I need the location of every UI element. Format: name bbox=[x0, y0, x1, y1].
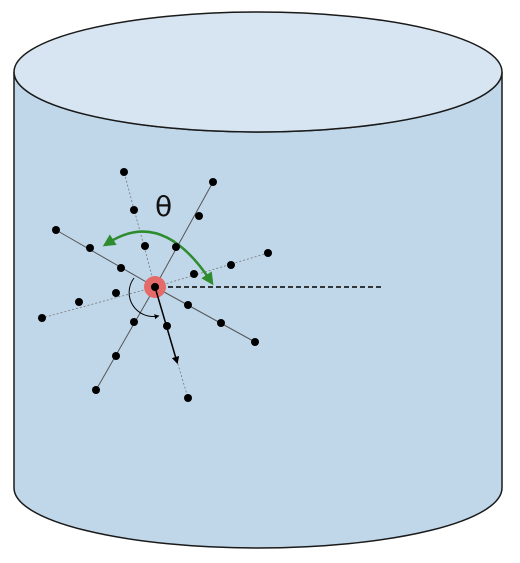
node bbox=[117, 264, 125, 272]
node bbox=[52, 226, 60, 234]
theta-label: θ bbox=[155, 190, 172, 223]
node bbox=[130, 206, 138, 214]
cylinder-top bbox=[13, 11, 503, 133]
cylinder-body bbox=[13, 71, 503, 549]
node bbox=[130, 318, 138, 326]
node bbox=[151, 283, 159, 291]
node bbox=[227, 261, 235, 269]
node bbox=[112, 289, 120, 297]
node bbox=[195, 212, 203, 220]
node bbox=[38, 314, 46, 322]
curved-double-arrow-icon bbox=[102, 230, 214, 286]
nodes bbox=[38, 168, 272, 402]
node bbox=[92, 386, 100, 394]
node bbox=[75, 298, 83, 306]
node bbox=[184, 394, 192, 402]
node bbox=[184, 301, 192, 309]
node bbox=[217, 319, 225, 327]
node bbox=[209, 178, 217, 186]
node bbox=[251, 338, 259, 346]
node bbox=[163, 322, 171, 330]
node bbox=[172, 243, 180, 251]
node bbox=[190, 270, 198, 278]
node bbox=[120, 168, 128, 176]
node bbox=[264, 249, 272, 257]
node bbox=[112, 352, 120, 360]
node bbox=[86, 244, 94, 252]
spoke-lower-right bbox=[154, 286, 256, 343]
spoke-left bbox=[41, 286, 156, 319]
spoke-lower-left bbox=[95, 286, 156, 391]
node bbox=[141, 242, 149, 250]
